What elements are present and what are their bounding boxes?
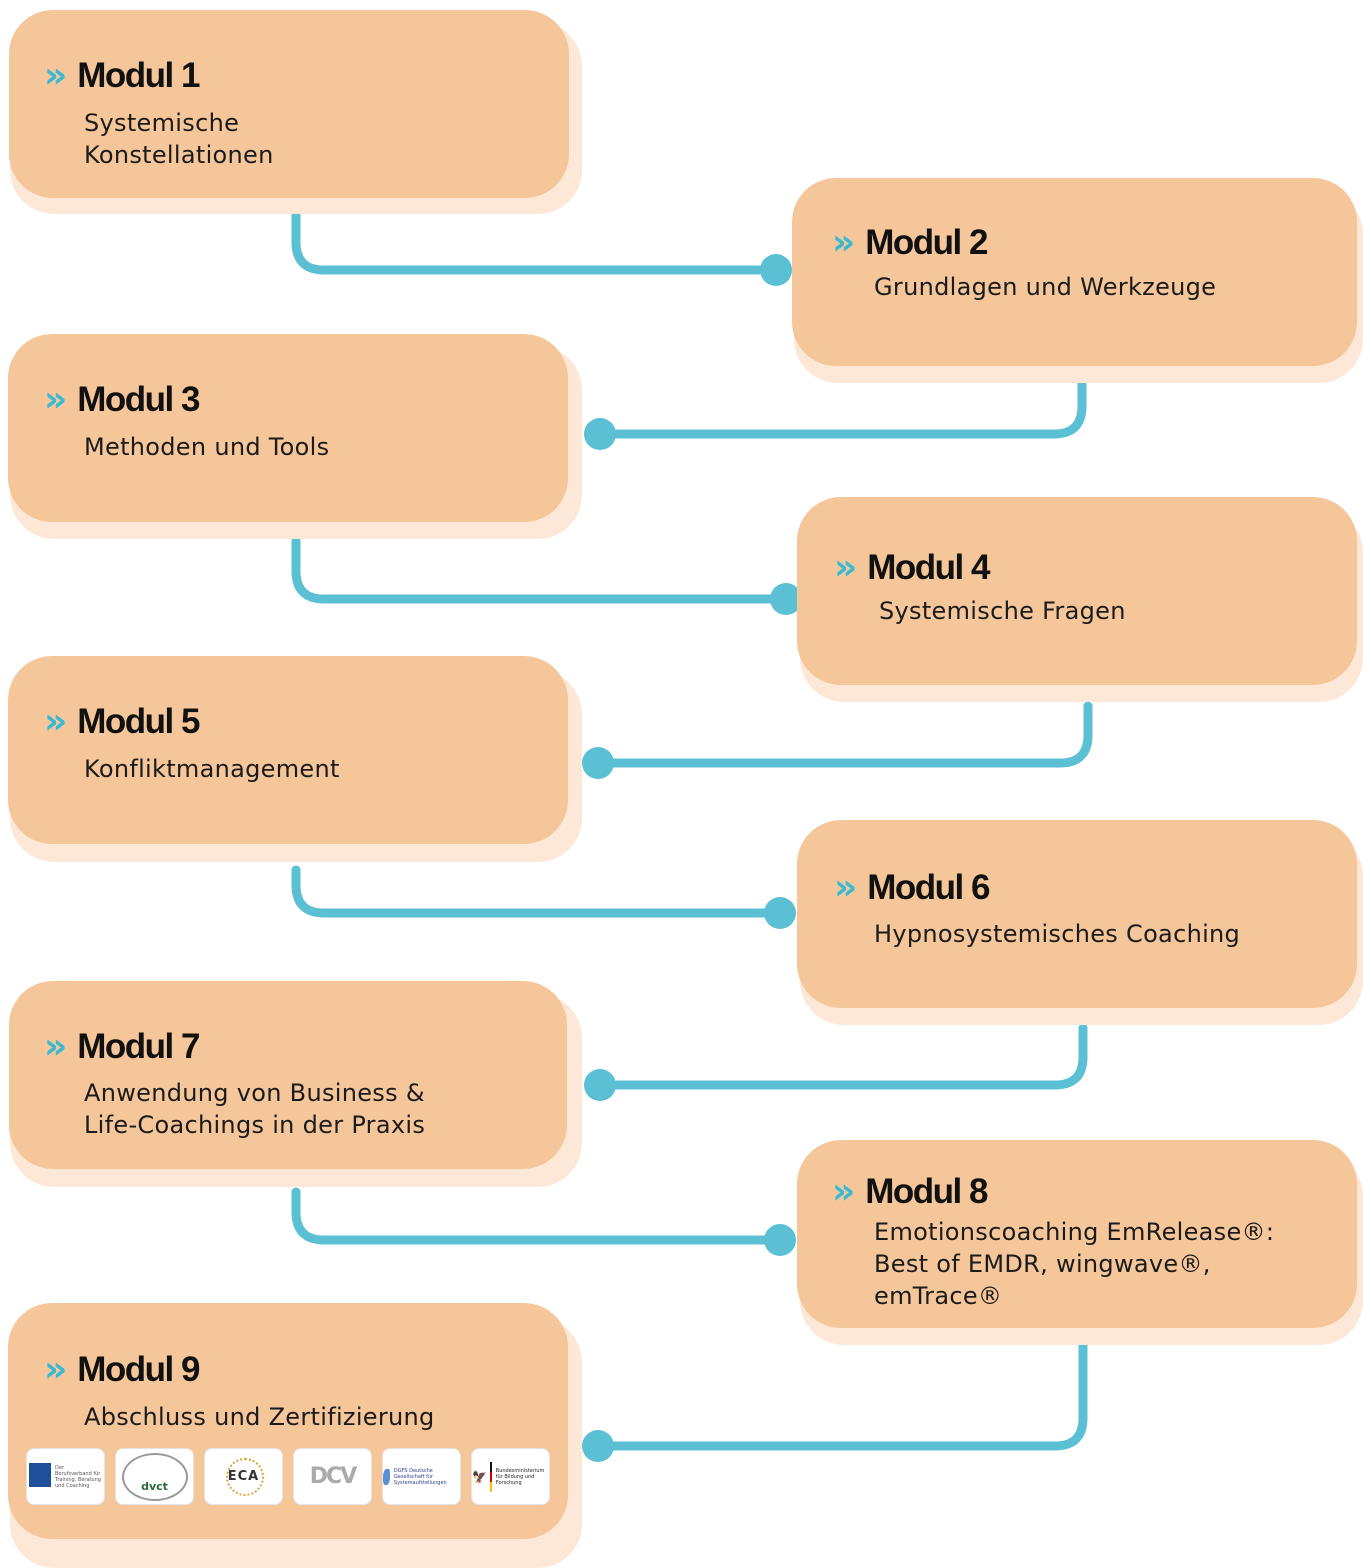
- module-6-subtitle: Hypnosystemisches Coaching: [874, 920, 1241, 948]
- connector-3-4: [291, 536, 791, 604]
- dgfs-text: DGFS Deutsche Gesellschaft für Systemauf…: [393, 1467, 447, 1486]
- connector-dot: [582, 1430, 614, 1462]
- module-8-subtitle: Emotionscoaching EmRelease®: Best of EMD…: [874, 1218, 1275, 1310]
- dgfs-logo: DGFS Deutsche Gesellschaft für Systemauf…: [382, 1448, 461, 1505]
- chevron-icon: »: [44, 379, 67, 420]
- module-5-heading: » Modul 5: [44, 701, 200, 742]
- connector-1-2: [291, 210, 781, 275]
- chevron-icon: »: [44, 1026, 67, 1067]
- module-7-card: [9, 981, 567, 1169]
- eca-logo: ECA: [204, 1448, 283, 1505]
- dcv-text: DCV: [309, 1464, 357, 1489]
- module-4-subtitle: Systemische Fragen: [879, 597, 1126, 625]
- module-3-subtitle: Methoden und Tools: [84, 433, 330, 461]
- dgfs-mark: [383, 1468, 390, 1485]
- module-2-heading: » Modul 2: [832, 222, 988, 263]
- certification-logos: Der Berufsverband für Training, Beratung…: [26, 1448, 550, 1505]
- dvct-text: dvct: [141, 1479, 168, 1493]
- dcv-logo: DCV: [293, 1448, 372, 1505]
- module-6-card: [797, 820, 1357, 1008]
- eagle-icon: 🦅: [472, 1469, 487, 1484]
- chevron-icon: »: [44, 701, 67, 742]
- module-1-card: [9, 10, 569, 198]
- module-6-title: Modul 6: [867, 868, 990, 907]
- chevron-icon: »: [834, 867, 857, 908]
- connector-dot: [764, 1224, 796, 1256]
- module-9-subtitle: Abschluss und Zertifizierung: [84, 1403, 435, 1431]
- module-3-card: [8, 334, 568, 522]
- module-1-subtitle: Systemische Konstellationen: [84, 109, 274, 169]
- connector-dot: [764, 897, 796, 929]
- connector-2-3: [595, 379, 1087, 439]
- connector-dot: [584, 1069, 616, 1101]
- chevron-icon: »: [832, 222, 855, 263]
- module-5-title: Modul 5: [77, 702, 200, 741]
- module-8-heading: » Modul 8: [832, 1171, 988, 1212]
- module-7-title: Modul 7: [77, 1027, 200, 1066]
- german-flag-icon: [489, 1461, 492, 1492]
- module-7-subtitle: Anwendung von Business & Life-Coachings …: [84, 1079, 426, 1139]
- module-1-title: Modul 1: [77, 56, 200, 95]
- connector-dot: [760, 254, 792, 286]
- module-3-title: Modul 3: [77, 380, 200, 419]
- bmbf-logo: 🦅 Bundesministerium für Bildung und Fors…: [471, 1448, 550, 1505]
- connector-5-6: [291, 865, 785, 918]
- connector-8-9: [593, 1341, 1088, 1451]
- connector-7-8: [291, 1187, 785, 1245]
- chevron-icon: »: [44, 55, 67, 96]
- connector-4-5: [593, 701, 1093, 768]
- connector-6-7: [595, 1023, 1088, 1090]
- module-4-heading: » Modul 4: [834, 547, 990, 588]
- eca-star-ring: [226, 1458, 264, 1496]
- bdvt-logo: Der Berufsverband für Training, Beratung…: [26, 1448, 105, 1505]
- module-9-title: Modul 9: [77, 1350, 200, 1389]
- chevron-icon: »: [834, 547, 857, 588]
- module-2-card: [792, 178, 1357, 366]
- module-5-card: [8, 656, 568, 844]
- connector-dot: [582, 747, 614, 779]
- module-8-title: Modul 8: [865, 1172, 988, 1211]
- module-4-title: Modul 4: [867, 548, 990, 587]
- module-8-card: [797, 1140, 1357, 1328]
- module-5-subtitle: Konfliktmanagement: [84, 755, 340, 783]
- module-1-heading: » Modul 1: [44, 55, 200, 96]
- bdvt-mark: [29, 1463, 51, 1487]
- chevron-icon: »: [44, 1349, 67, 1390]
- bmbf-text: Bundesministerium für Bildung und Forsch…: [495, 1467, 545, 1486]
- module-3-heading: » Modul 3: [44, 379, 200, 420]
- module-4-card: [797, 497, 1357, 685]
- dvct-seal: dvct: [121, 1452, 188, 1501]
- module-7-heading: » Modul 7: [44, 1026, 200, 1067]
- bdvt-text: Der Berufsverband für Training, Beratung…: [55, 1465, 102, 1489]
- module-6-heading: » Modul 6: [834, 867, 990, 908]
- connector-dot: [584, 418, 616, 450]
- chevron-icon: »: [832, 1171, 855, 1212]
- dvct-logo: dvct: [115, 1448, 194, 1505]
- module-2-title: Modul 2: [865, 223, 988, 262]
- module-2-subtitle: Grundlagen und Werkzeuge: [874, 273, 1217, 301]
- module-9-heading: » Modul 9: [44, 1349, 200, 1390]
